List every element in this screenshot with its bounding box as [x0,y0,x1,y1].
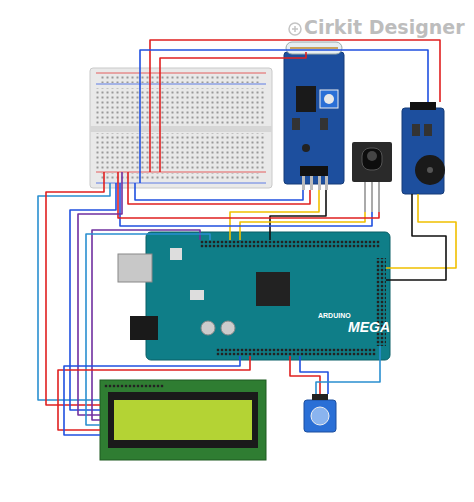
touch-sensor [304,394,336,432]
reed-switch-module [284,42,344,190]
buzzer-module [402,102,445,194]
watermark-logo [289,23,301,35]
arduino-mega-board [118,232,390,360]
lcd-16x2 [100,380,266,460]
board-brand: ARDUINO [318,312,351,319]
wires [38,40,456,435]
breadboard [90,68,272,188]
board-model: MEGA [348,320,390,334]
watermark: Cirkit Designer [304,18,465,37]
ir-receiver [352,142,392,212]
